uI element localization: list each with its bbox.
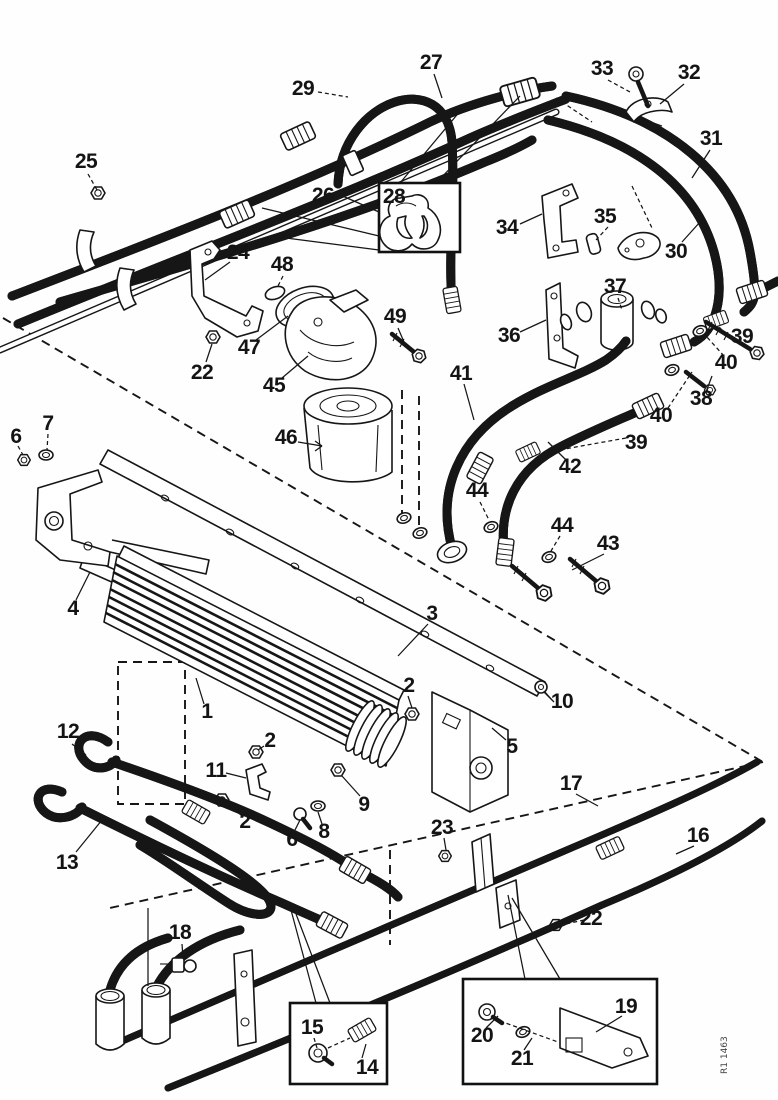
bracket-30-clip [617, 231, 661, 261]
bolt-49 [389, 331, 429, 365]
callout-2: 2 [403, 674, 415, 697]
inset-19-20-21-box [461, 894, 659, 1086]
callout-22: 22 [190, 361, 214, 384]
callout-28: 28 [382, 185, 406, 208]
callout-42: 42 [558, 455, 582, 478]
callout-2: 2 [239, 810, 251, 833]
callout-7: 7 [42, 412, 54, 435]
callout-13: 13 [55, 851, 79, 874]
hose-41 [436, 336, 631, 564]
callout-43: 43 [596, 532, 620, 555]
callout-11: 11 [205, 759, 227, 782]
callout-44: 44 [465, 479, 489, 502]
callout-40: 40 [714, 351, 738, 374]
figure-code: R1 1463 [720, 1036, 730, 1074]
callout-25: 25 [74, 150, 98, 173]
bolts-43 [509, 556, 613, 604]
callout-41: 41 [449, 362, 473, 385]
callout-40: 40 [649, 404, 673, 427]
callout-38: 38 [689, 387, 713, 410]
callout-30: 30 [664, 240, 688, 263]
bracket-5 [431, 691, 509, 813]
hose-12 [79, 736, 403, 902]
callout-27: 27 [419, 51, 443, 74]
callout-18: 18 [168, 921, 192, 944]
callout-34: 34 [495, 216, 519, 239]
bracket-4 [35, 469, 210, 575]
pipe-clamp-23 [471, 833, 521, 929]
bracket-34 [541, 183, 579, 259]
oil-cooler-1 [103, 545, 407, 768]
bolt-33 [628, 66, 651, 109]
callout-4: 4 [67, 597, 79, 620]
hose-42 [495, 391, 666, 568]
valve-37 [559, 290, 668, 351]
callout-31: 31 [699, 127, 723, 150]
callout-32: 32 [677, 61, 701, 84]
callout-45: 45 [262, 374, 286, 397]
nut-25 [90, 186, 106, 200]
nut-22a [205, 330, 221, 344]
hose-cuffs [95, 925, 257, 1051]
callout-10: 10 [550, 690, 574, 713]
callout-23: 23 [430, 816, 454, 839]
callout-39: 39 [624, 431, 648, 454]
callout-17: 17 [559, 772, 583, 795]
callout-15: 15 [300, 1016, 324, 1039]
callout-6: 6 [10, 425, 22, 448]
hose-13 [38, 789, 350, 940]
callout-49: 49 [383, 305, 407, 328]
clamp-32 [625, 97, 673, 127]
grommets-44 [394, 510, 559, 565]
inset-28-box [261, 95, 521, 254]
callout-8: 8 [318, 820, 330, 843]
callout-9: 9 [358, 793, 370, 816]
callout-26: 26 [311, 184, 335, 207]
callout-47: 47 [237, 336, 261, 359]
bolt-38 [683, 319, 766, 396]
seal-48 [264, 285, 286, 301]
callout-44: 44 [550, 514, 574, 537]
leader-lines [17, 73, 733, 1059]
callout-24: 24 [226, 241, 250, 264]
callout-1: 1 [201, 700, 213, 723]
pipe-16 [164, 817, 766, 1092]
hose-clamps [76, 149, 365, 311]
callout-19: 19 [614, 995, 638, 1018]
callout-37: 37 [603, 275, 627, 298]
callout-14: 14 [355, 1056, 379, 1079]
pin-35 [585, 232, 602, 255]
callout-3: 3 [426, 602, 438, 625]
callout-22: 22 [579, 907, 603, 930]
callout-48: 48 [270, 253, 294, 276]
frame-edge [0, 108, 560, 354]
callout-2: 2 [264, 729, 276, 752]
callout-16: 16 [686, 824, 710, 847]
callout-29: 29 [291, 77, 315, 100]
callout-46: 46 [274, 426, 298, 449]
callout-35: 35 [593, 205, 617, 228]
bracket-36 [545, 282, 579, 369]
filter-head-45 [284, 289, 377, 381]
callout-33: 33 [590, 57, 614, 80]
hose-27 [7, 81, 571, 329]
fitting-18 [160, 957, 197, 973]
callout-39: 39 [730, 325, 754, 348]
callout-5: 5 [506, 735, 518, 758]
callout-6: 6 [286, 828, 298, 851]
inset-14-15-box [147, 908, 389, 1086]
callout-36: 36 [497, 324, 521, 347]
callout-20: 20 [470, 1024, 494, 1047]
bracket-24 [189, 240, 264, 338]
filter-cartridge-46 [303, 387, 393, 483]
callout-21: 21 [510, 1047, 534, 1070]
callout-12: 12 [56, 720, 80, 743]
